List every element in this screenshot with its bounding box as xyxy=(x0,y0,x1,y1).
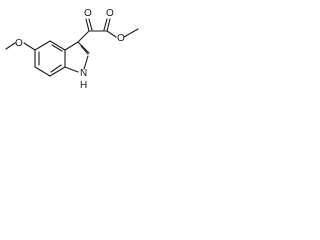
benzene-ring xyxy=(34,40,66,77)
bond xyxy=(106,30,117,38)
ring-nitrogen-label: N xyxy=(80,68,87,79)
nh-hydrogen-label: H xyxy=(80,80,87,91)
ester-carbonyl-oxygen-label: O xyxy=(106,8,114,19)
bond xyxy=(49,66,66,77)
bond xyxy=(85,18,90,32)
bond xyxy=(64,41,79,51)
bond xyxy=(83,55,89,70)
indole-glyoxylate-structure: O O O O N H xyxy=(5,8,139,91)
bond xyxy=(77,30,90,43)
bond xyxy=(123,28,139,38)
double-bond xyxy=(50,64,62,73)
methoxy-oxygen-label: O xyxy=(15,38,23,49)
double-bond xyxy=(103,18,108,31)
double-bond xyxy=(51,44,63,52)
methoxy-group xyxy=(5,42,36,51)
pyrrole-ring xyxy=(64,41,90,73)
bond xyxy=(34,40,51,51)
bond xyxy=(23,42,36,51)
bond xyxy=(64,66,79,73)
glyoxylate-chain xyxy=(77,18,139,43)
bond xyxy=(34,66,51,77)
bond xyxy=(49,40,66,51)
double-bond xyxy=(80,45,89,55)
bond xyxy=(77,41,90,54)
ester-oxygen-label: O xyxy=(117,33,125,44)
bond xyxy=(5,42,16,50)
bond xyxy=(106,18,111,32)
double-bond xyxy=(88,18,93,31)
ketone-oxygen-label: O xyxy=(84,8,92,19)
